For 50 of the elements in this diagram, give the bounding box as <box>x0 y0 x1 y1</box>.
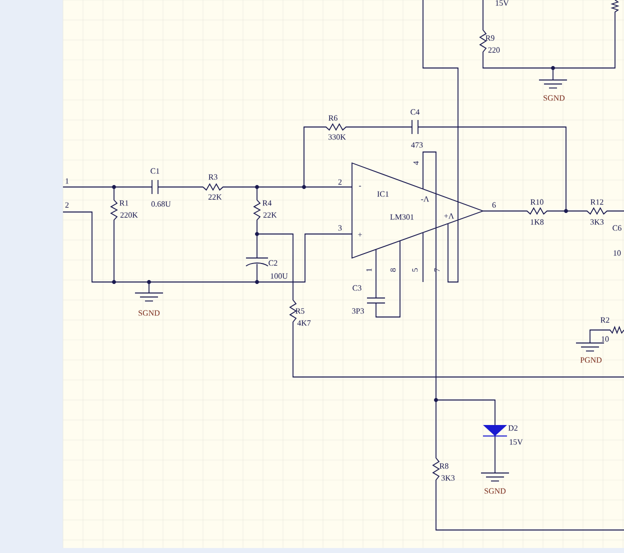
value-label: 1K8 <box>530 219 544 225</box>
ground-label: PGND <box>580 357 602 363</box>
pin-number: 8 <box>390 268 396 272</box>
value-label: 3K3 <box>442 475 455 481</box>
pin-number: 5 <box>412 268 418 272</box>
value-label: 473 <box>411 142 423 148</box>
value-label: 15V <box>496 0 509 6</box>
polarity-sign: + <box>358 232 362 236</box>
component-label: R8 <box>440 463 448 469</box>
value-label: 3P3 <box>352 308 364 314</box>
pin-label: +Λ <box>444 213 454 219</box>
component-label: R6 <box>328 115 338 121</box>
pin-number: 1 <box>366 268 372 272</box>
value-label: 4K7 <box>297 320 311 326</box>
component-label: R9 <box>486 35 494 41</box>
component-label: R12 <box>590 199 604 205</box>
value-label: 220K <box>120 212 138 218</box>
value-label: 220 <box>488 47 500 53</box>
pin-number: 6 <box>492 202 496 208</box>
pin-number: 3 <box>338 225 342 231</box>
component-label: C4 <box>410 109 420 115</box>
component-label: C1 <box>150 168 160 174</box>
value-label: 100U <box>270 273 288 279</box>
value-label: 3K3 <box>590 219 604 225</box>
component-label: C6 <box>612 225 622 231</box>
value-label: 22K <box>263 212 277 218</box>
terminal-number: 2 <box>65 202 69 208</box>
component-label: R3 <box>208 174 218 180</box>
pin-number: 4 <box>413 161 419 165</box>
component-label: R5 <box>296 308 304 314</box>
component-label: R10 <box>530 199 544 205</box>
ground-label: SGND <box>138 310 160 316</box>
component-label: D2 <box>508 425 518 431</box>
pin-number: 2 <box>338 179 342 185</box>
value-label: 15V <box>510 439 523 445</box>
component-label: R2 <box>600 317 610 323</box>
value-label: 0.68U <box>151 201 171 207</box>
pin-label: -Λ <box>421 196 430 202</box>
value-label: 10 <box>602 336 609 342</box>
component-label: R4 <box>262 200 272 206</box>
value-label: 10 <box>614 250 621 256</box>
terminal-number: 1 <box>66 178 69 184</box>
component-label: C2 <box>268 260 278 266</box>
value-label: 22K <box>208 194 222 200</box>
component-label: C3 <box>352 285 362 291</box>
component-label: R1 <box>120 200 128 206</box>
ground-label: SGND <box>544 95 565 101</box>
ground-label: SGND <box>484 488 506 494</box>
value-label: 330K <box>328 134 346 140</box>
pin-number: 7 <box>434 268 440 272</box>
